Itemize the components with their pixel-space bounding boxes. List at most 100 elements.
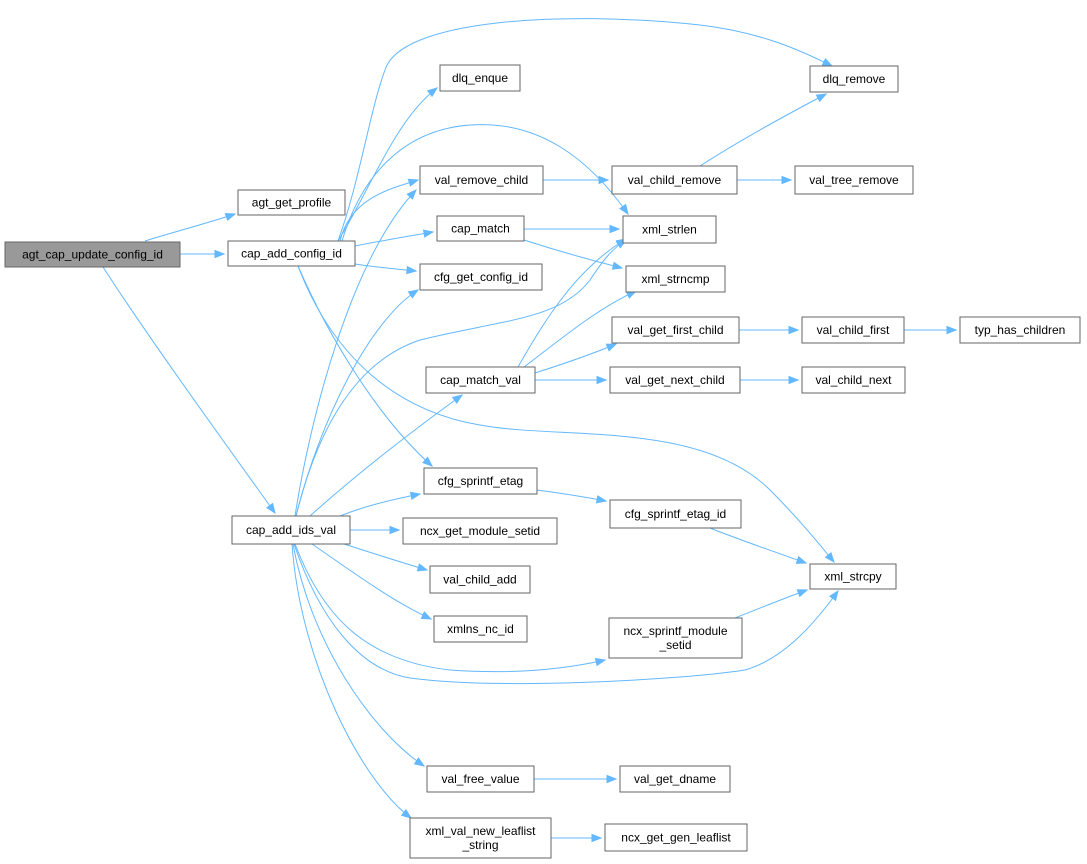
edge-line [295,289,419,517]
edge-line [297,265,835,563]
node-label: _string [461,838,498,852]
node-val_child_first[interactable]: val_child_first [801,316,905,344]
edge-arrowhead [400,808,413,819]
node-xml_val_new_leaflist_string[interactable]: xml_val_new_leaflist_string [409,817,552,859]
edge-line [339,493,421,517]
node-box [609,499,742,529]
edge-line [699,93,827,167]
node-agt_cap_update_config_id[interactable]: agt_cap_update_config_id [4,241,181,268]
node-box [794,165,914,195]
node-box [801,366,906,394]
node-label: val_tree_remove [809,173,899,187]
edge-cap_add_config_id-to-cfg_sprintf_etag [297,265,434,467]
edge-agt_cap_update_config_id-to-agt_get_profile [144,212,237,242]
node-box [611,316,740,344]
node-cfg_sprintf_etag[interactable]: cfg_sprintf_etag [423,467,538,495]
node-xml_strcpy[interactable]: xml_strcpy [809,563,897,590]
edge-arrowhead [407,178,420,187]
edge-line [523,239,623,269]
edge-arrowhead [422,456,434,467]
node-label: xml_strlen [642,223,697,237]
edge-cap_add_ids_val-to-xml_strcpy [293,543,839,684]
edge-cfg_sprintf_etag-to-cfg_sprintf_etag_id [536,489,608,504]
edge-line [292,543,425,767]
node-box [231,515,351,545]
node-label: val_free_value [441,772,519,786]
edge-cap_add_ids_val-to-val_child_add [343,543,429,572]
node-label: ncx_sprintf_module [623,624,727,638]
node-ncx_get_gen_leaflist[interactable]: ncx_get_gen_leaflist [604,823,748,852]
edge-val_child_remove-to-val_tree_remove [737,175,793,185]
node-xml_strncmp[interactable]: xml_strncmp [625,265,726,293]
node-val_child_next[interactable]: val_child_next [801,366,906,394]
edge-arrowhead [605,343,618,352]
edge-arrowhead [821,57,834,67]
node-box [426,765,535,793]
edge-val_get_first_child-to-val_child_first [739,325,800,335]
edge-line [102,266,276,514]
edge-arrowhead [609,224,621,234]
edge-cap_match_val-to-val_get_first_child [534,343,618,374]
node-typ_has_children[interactable]: typ_has_children [959,316,1081,344]
edge-arrowhead [795,555,808,564]
node-val_get_next_child[interactable]: val_get_next_child [609,366,741,394]
node-box [809,563,897,590]
node-box [436,215,525,242]
node-dlq_enque[interactable]: dlq_enque [439,64,521,92]
edge-arrowhead [781,175,793,185]
node-val_remove_child[interactable]: val_remove_child [419,165,544,195]
edge-line [339,179,419,242]
node-ncx_get_module_setid[interactable]: ncx_get_module_setid [402,517,558,545]
node-val_get_dname[interactable]: val_get_dname [619,765,731,793]
node-label: _setid [658,638,691,652]
edge-arrowhead [598,175,610,185]
node-cap_add_config_id[interactable]: cap_add_config_id [227,240,356,267]
edge-cap_add_ids_val-to-val_remove_child [294,188,417,517]
node-val_tree_remove[interactable]: val_tree_remove [794,165,914,195]
edge-arrowhead [611,261,624,270]
node-cfg_sprintf_etag_id[interactable]: cfg_sprintf_etag_id [609,499,742,529]
node-label: cap_match [451,222,510,236]
edge-cap_match-to-xml_strlen [524,224,621,234]
edge-cap_match-to-xml_strncmp [523,239,624,270]
node-label: xml_val_new_leaflist [425,824,536,838]
node-val_free_value[interactable]: val_free_value [426,765,535,793]
node-box [611,165,738,195]
edge-arrowhead [389,525,401,535]
node-cap_match_val[interactable]: cap_match_val [425,366,536,394]
node-val_child_remove[interactable]: val_child_remove [611,165,738,195]
edge-line [297,265,433,467]
edge-cap_add_ids_val-to-cfg_get_config_id [295,289,420,517]
edge-line [291,543,412,819]
edge-cap_add_ids_val-to-cap_match_val [309,394,464,517]
edge-line [144,213,236,242]
node-cfg_get_config_id[interactable]: cfg_get_config_id [419,263,543,291]
node-xml_strlen[interactable]: xml_strlen [622,215,717,244]
edge-arrowhead [788,375,800,385]
node-ncx_sprintf_module_setid[interactable]: ncx_sprintf_module_setid [608,617,743,659]
edge-arrowhead [406,188,417,200]
node-dlq_remove[interactable]: dlq_remove [809,65,899,93]
node-xmlns_nc_id[interactable]: xmlns_nc_id [433,615,528,643]
node-label: cap_add_ids_val [246,523,336,537]
edge-line [517,238,627,368]
node-label: agt_get_profile [252,196,332,210]
edge-line [523,290,637,368]
edge-val_free_value-to-val_get_dname [534,774,618,784]
edge-line [294,543,606,673]
node-cap_add_ids_val[interactable]: cap_add_ids_val [231,515,351,545]
node-box [609,366,741,394]
node-label: val_get_dname [634,772,716,786]
edge-arrowhead [214,249,226,259]
node-cap_match[interactable]: cap_match [436,215,525,242]
node-label: xml_strncmp [641,272,709,286]
node-val_child_add[interactable]: val_child_add [429,565,531,594]
node-agt_get_profile[interactable]: agt_get_profile [237,189,346,216]
node-val_get_first_child[interactable]: val_get_first_child [611,316,740,344]
node-label: typ_has_children [975,323,1066,337]
node-label: cap_add_config_id [241,247,342,261]
edge-cap_add_config_id-to-xml_strcpy [297,265,835,564]
node-label: xmlns_nc_id [447,622,514,636]
edge-line [309,394,463,517]
node-label: cfg_sprintf_etag [438,474,523,488]
